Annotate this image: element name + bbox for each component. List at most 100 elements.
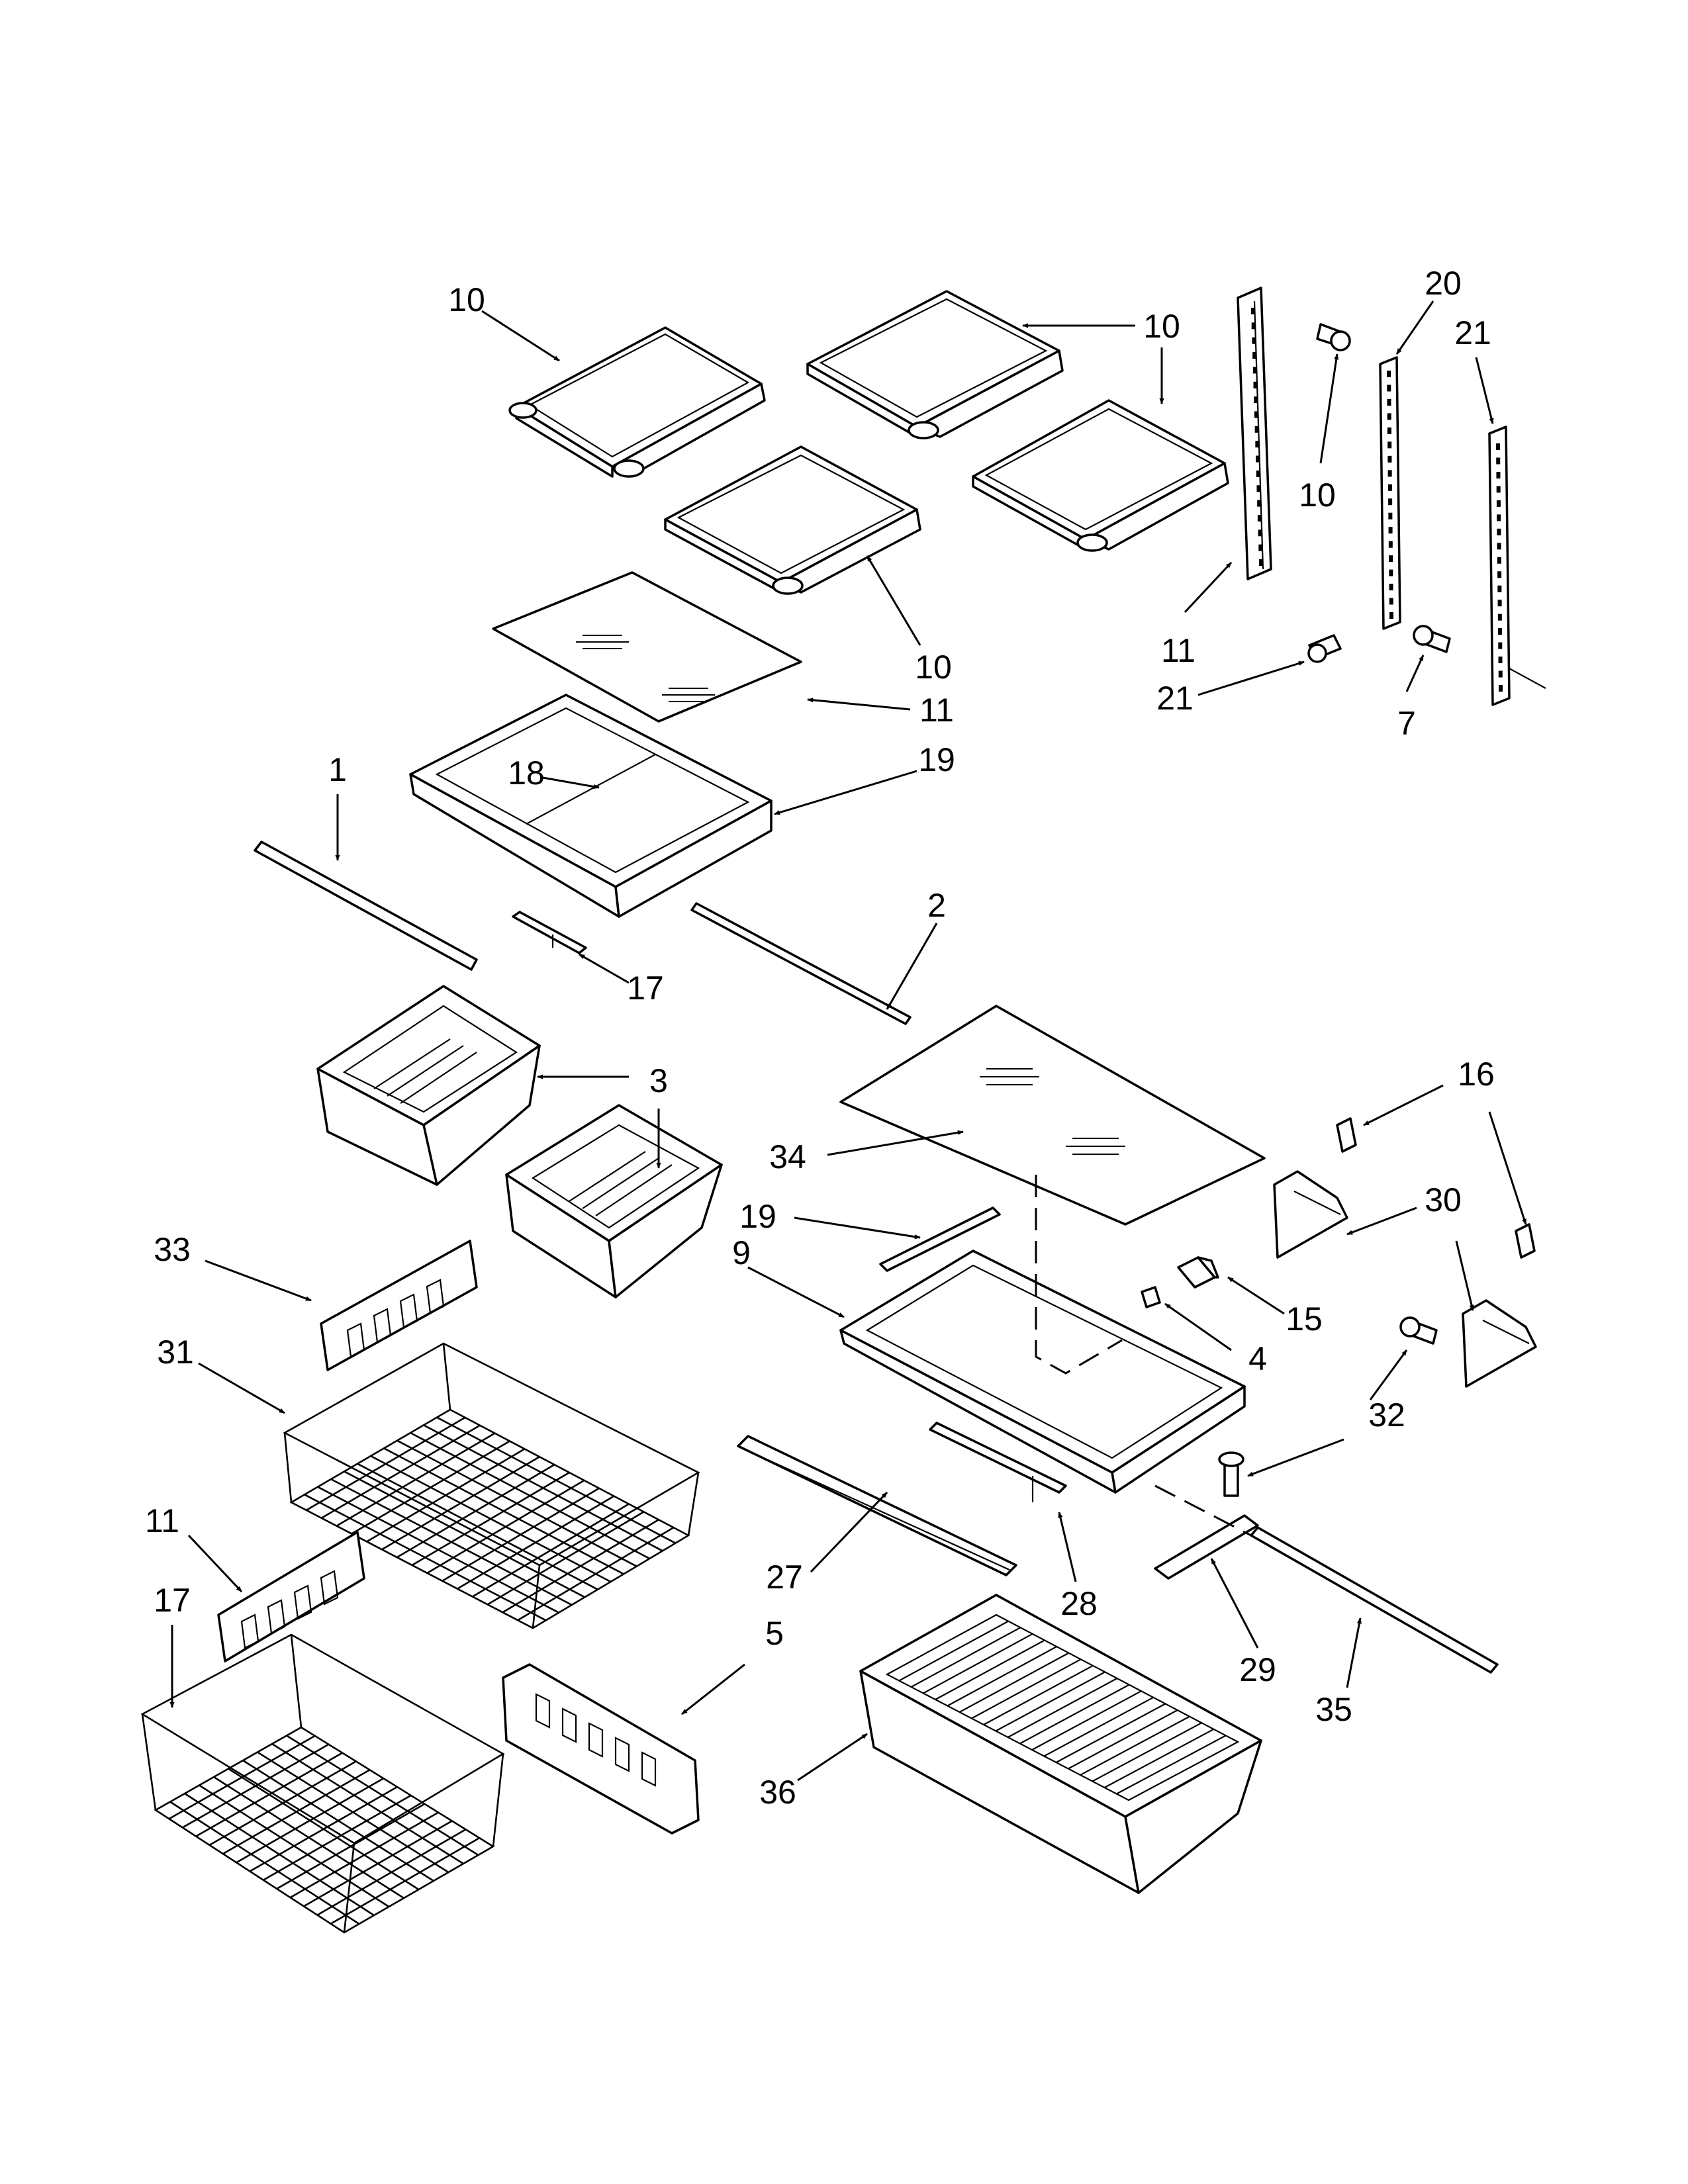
callout-number: 18: [508, 754, 545, 792]
rail-slot: [1498, 642, 1503, 649]
rail-slot: [1497, 571, 1502, 578]
leader-line: [747, 1266, 845, 1318]
wire-segment: [276, 1803, 426, 1890]
leader-line: [198, 1362, 285, 1414]
wire-segment: [289, 1811, 439, 1899]
callout-number: 20: [1425, 265, 1462, 302]
rail-slot: [1257, 514, 1262, 522]
wire-segment: [1031, 1690, 1142, 1751]
rod-part-17-upper: [690, 902, 912, 1025]
leader-line: [1405, 655, 1425, 692]
rail-slot: [1389, 569, 1393, 576]
leader-line: [866, 555, 921, 646]
rail-slot: [1255, 441, 1260, 448]
rail-slot: [1496, 500, 1501, 507]
leader-line: [1319, 353, 1339, 464]
rail-slot: [1498, 670, 1503, 678]
leader-line: [1346, 1206, 1417, 1236]
leader-line: [1363, 1084, 1444, 1126]
rail-slot: [1499, 685, 1503, 692]
wire-basket-part-4-grid: [304, 1416, 677, 1621]
rail-slot: [1388, 498, 1393, 506]
rail-slot: [1497, 514, 1501, 522]
leader-line: [797, 1733, 868, 1782]
wire-segment: [959, 1652, 1070, 1713]
divider-part-9: [320, 1240, 478, 1371]
leader-line: [1058, 1512, 1077, 1582]
leader-line: [205, 1259, 312, 1302]
leader-line: [1369, 1349, 1408, 1400]
wire-segment: [995, 1671, 1105, 1732]
callout-number: 10: [915, 649, 952, 686]
clip-part-32: [1141, 1286, 1161, 1308]
rail-slot: [1258, 529, 1262, 537]
shelf-part-10-b: [806, 290, 1064, 439]
wire-segment: [182, 1743, 330, 1829]
rail-slot: [1259, 559, 1263, 566]
clip-part-29: [929, 1422, 1067, 1502]
wire-segment: [426, 1479, 585, 1574]
leader-line: [1247, 1438, 1344, 1477]
leader-line: [1488, 1111, 1527, 1225]
rail-slot: [1497, 585, 1502, 592]
wire-segment: [910, 1627, 1021, 1688]
glass-part-19-lower: [839, 1005, 1266, 1226]
leader-lines: [169, 300, 1527, 1782]
rail-slot: [1497, 543, 1501, 550]
wire-segment: [195, 1752, 343, 1837]
wire-segment: [487, 1511, 645, 1606]
rail-slot: [1254, 426, 1259, 433]
rail-slot: [1258, 544, 1263, 551]
leader-line: [810, 1491, 888, 1573]
callout-number: 10: [448, 281, 485, 318]
rail-slot: [1388, 527, 1393, 534]
rail-slot: [1256, 470, 1260, 477]
wire-segment: [502, 1519, 659, 1614]
leader-line: [1395, 300, 1434, 355]
wire-segment: [1092, 1722, 1202, 1782]
crisper-frame-part-18: [409, 694, 773, 918]
leader-line: [807, 698, 911, 711]
drawer-part-22-ribs: [898, 1620, 1227, 1795]
assembly-dashed-lines: [1035, 1175, 1252, 1537]
callout-number: 19: [918, 741, 955, 778]
wire-segment: [222, 1769, 371, 1855]
wire-segment: [330, 1837, 480, 1925]
wire-segment: [935, 1639, 1045, 1700]
crisper-drawer-part-16-a: [316, 985, 541, 1186]
wire-segment: [336, 1432, 496, 1527]
bracket-part-35: [1154, 1514, 1259, 1580]
callout-number: 1: [328, 751, 347, 788]
rail-slot: [1252, 367, 1257, 374]
rail-slot: [1256, 485, 1261, 492]
rail-slot: [1389, 612, 1393, 619]
rail-slot: [1497, 614, 1502, 621]
wire-segment: [1103, 1728, 1215, 1788]
callout-number: 35: [1315, 1691, 1352, 1728]
wire-segment: [316, 1829, 467, 1916]
rail-slot: [1387, 455, 1392, 463]
wire-segment: [1043, 1696, 1154, 1757]
trim-part-2: [254, 841, 478, 971]
wire-segment: [1068, 1709, 1178, 1770]
rail-slot: [1498, 657, 1503, 664]
trim-part-28: [737, 1435, 1017, 1576]
wire-segment: [983, 1664, 1094, 1725]
wire-segment: [263, 1794, 412, 1881]
callout-number: 21: [1454, 314, 1491, 351]
wire-segment: [947, 1646, 1057, 1707]
screw-part-11-right: [1399, 1316, 1438, 1345]
bracket-part-34-top: [1336, 1117, 1357, 1153]
rail-slot: [1496, 443, 1500, 450]
clip-part-3: [512, 911, 587, 954]
wire-segment: [1055, 1703, 1166, 1763]
rail-slot: [1388, 541, 1393, 548]
rail-slot: [1389, 555, 1393, 563]
rail-slot: [1252, 352, 1257, 359]
divider-part-27: [217, 1531, 365, 1662]
wire-segment: [397, 1464, 555, 1559]
callout-number: 34: [769, 1138, 806, 1175]
wire-segment: [923, 1633, 1033, 1694]
callout-number: 2: [927, 887, 946, 924]
leader-line: [1210, 1558, 1259, 1649]
